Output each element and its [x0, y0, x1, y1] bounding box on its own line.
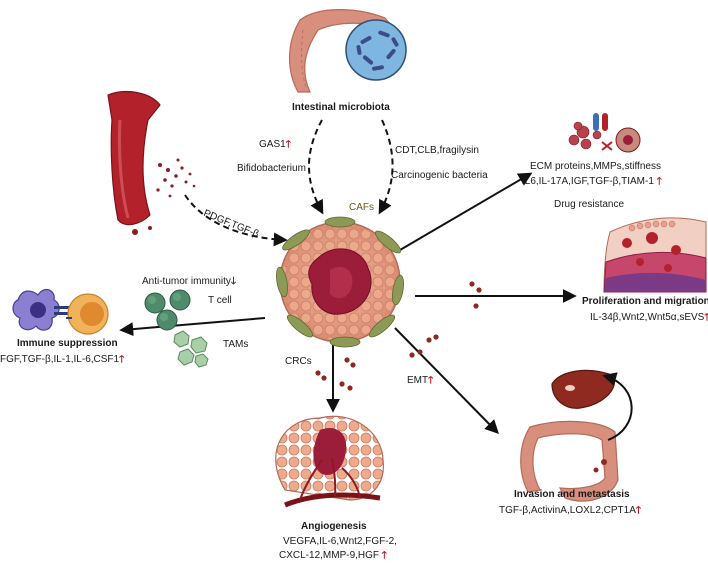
cafs-label: CAFs: [349, 202, 374, 213]
antitumor-immunity-text: Anti-tumor immunity: [142, 276, 231, 287]
up-arrow-icon: 🡑: [635, 505, 642, 516]
gas1-text: GAS1: [259, 139, 286, 150]
crcs-label: CRCs: [285, 356, 312, 367]
angiogenesis-tumor-icon: [275, 415, 384, 508]
angiogenesis-line2-label: CXCL-12,MMP-9,HGF 🡑: [279, 550, 387, 562]
cdt-clb-label: CDT,CLB,fragilysin: [395, 145, 479, 156]
up-arrow-icon: 🡑: [119, 354, 125, 365]
t-cell-icon: [144, 289, 191, 331]
angiogenesis-line2-text: CXCL-12,MMP-9,HGF: [279, 550, 380, 561]
proliferation-factors-text: IL-34β,Wnt2,Wnt5α,sEVS: [590, 312, 705, 323]
down-arrow-icon: 🡓: [230, 276, 237, 287]
immune-suppression-label: Immune suppression: [17, 338, 118, 349]
emt-label: EMT🡑: [407, 375, 433, 387]
tams-label: TAMs: [223, 339, 249, 350]
bifidobacterium-label: Bifidobacterium: [237, 163, 306, 174]
ecm-title-label: ECM proteins,MMPs,stiffness: [530, 161, 661, 172]
emt-text: EMT: [407, 375, 429, 386]
drug-resistance-label: Drug resistance: [554, 199, 625, 210]
tissue-layer-icon: [603, 217, 707, 293]
immune-factors-label: FGF,TGF-β,IL-1,IL-6,CSF1🡑: [0, 354, 124, 366]
invasion-factors-text: TGF-β,ActivinA,LOXL2,CPT1A: [499, 505, 636, 516]
intestine-with-bacteria-icon: [288, 9, 407, 93]
angiogenesis-title-label: Angiogenesis: [301, 521, 367, 532]
up-arrow-icon: 🡑: [285, 139, 291, 150]
proliferation-title-label: Proliferation and migration: [582, 296, 708, 307]
up-arrow-icon: 🡑: [428, 375, 434, 386]
up-arrow-icon: 🡑: [656, 176, 662, 187]
ecm-factors-label: IL6,IL-17A,IGF,TGF-β,TIAM-1 🡑: [522, 176, 662, 188]
dashed-arrows: [184, 119, 394, 247]
intestinal-microbiota-label: Intestinal microbiota: [292, 102, 390, 113]
solid-arrows: [119, 172, 577, 434]
t-cell-label: T cell: [208, 295, 232, 306]
immune-factors-text: FGF,TGF-β,IL-1,IL-6,CSF1: [0, 354, 120, 365]
tam-icon: [173, 330, 209, 368]
ecm-cells-icon: [568, 113, 641, 153]
tumor-cluster-icon: [276, 216, 404, 348]
invasion-title-label: Invasion and metastasis: [514, 489, 630, 500]
up-arrow-icon: 🡑: [704, 312, 708, 323]
angiogenesis-line1-label: VEGFA,IL-6,Wnt2,FGF-2,: [283, 536, 397, 547]
blood-vessel-icon: [107, 91, 196, 235]
proliferation-factors-label: IL-34β,Wnt2,Wnt5α,sEVS🡑: [590, 312, 708, 324]
immune-cell-pair-icon: [12, 288, 109, 335]
secreted-factor-dots: [315, 281, 482, 391]
carcinogenic-bacteria-label: Carcinogenic bacteria: [391, 170, 488, 181]
up-arrow-icon: 🡑: [381, 550, 387, 561]
colon-liver-icon: [520, 369, 633, 502]
ecm-factors-text: IL6,IL-17A,IGF,TGF-β,TIAM-1: [522, 176, 654, 187]
invasion-factors-label: TGF-β,ActivinA,LOXL2,CPT1A🡑: [499, 505, 641, 517]
gas1-label: GAS1🡑: [259, 139, 291, 151]
antitumor-immunity-label: Anti-tumor immunity🡓: [142, 276, 236, 288]
